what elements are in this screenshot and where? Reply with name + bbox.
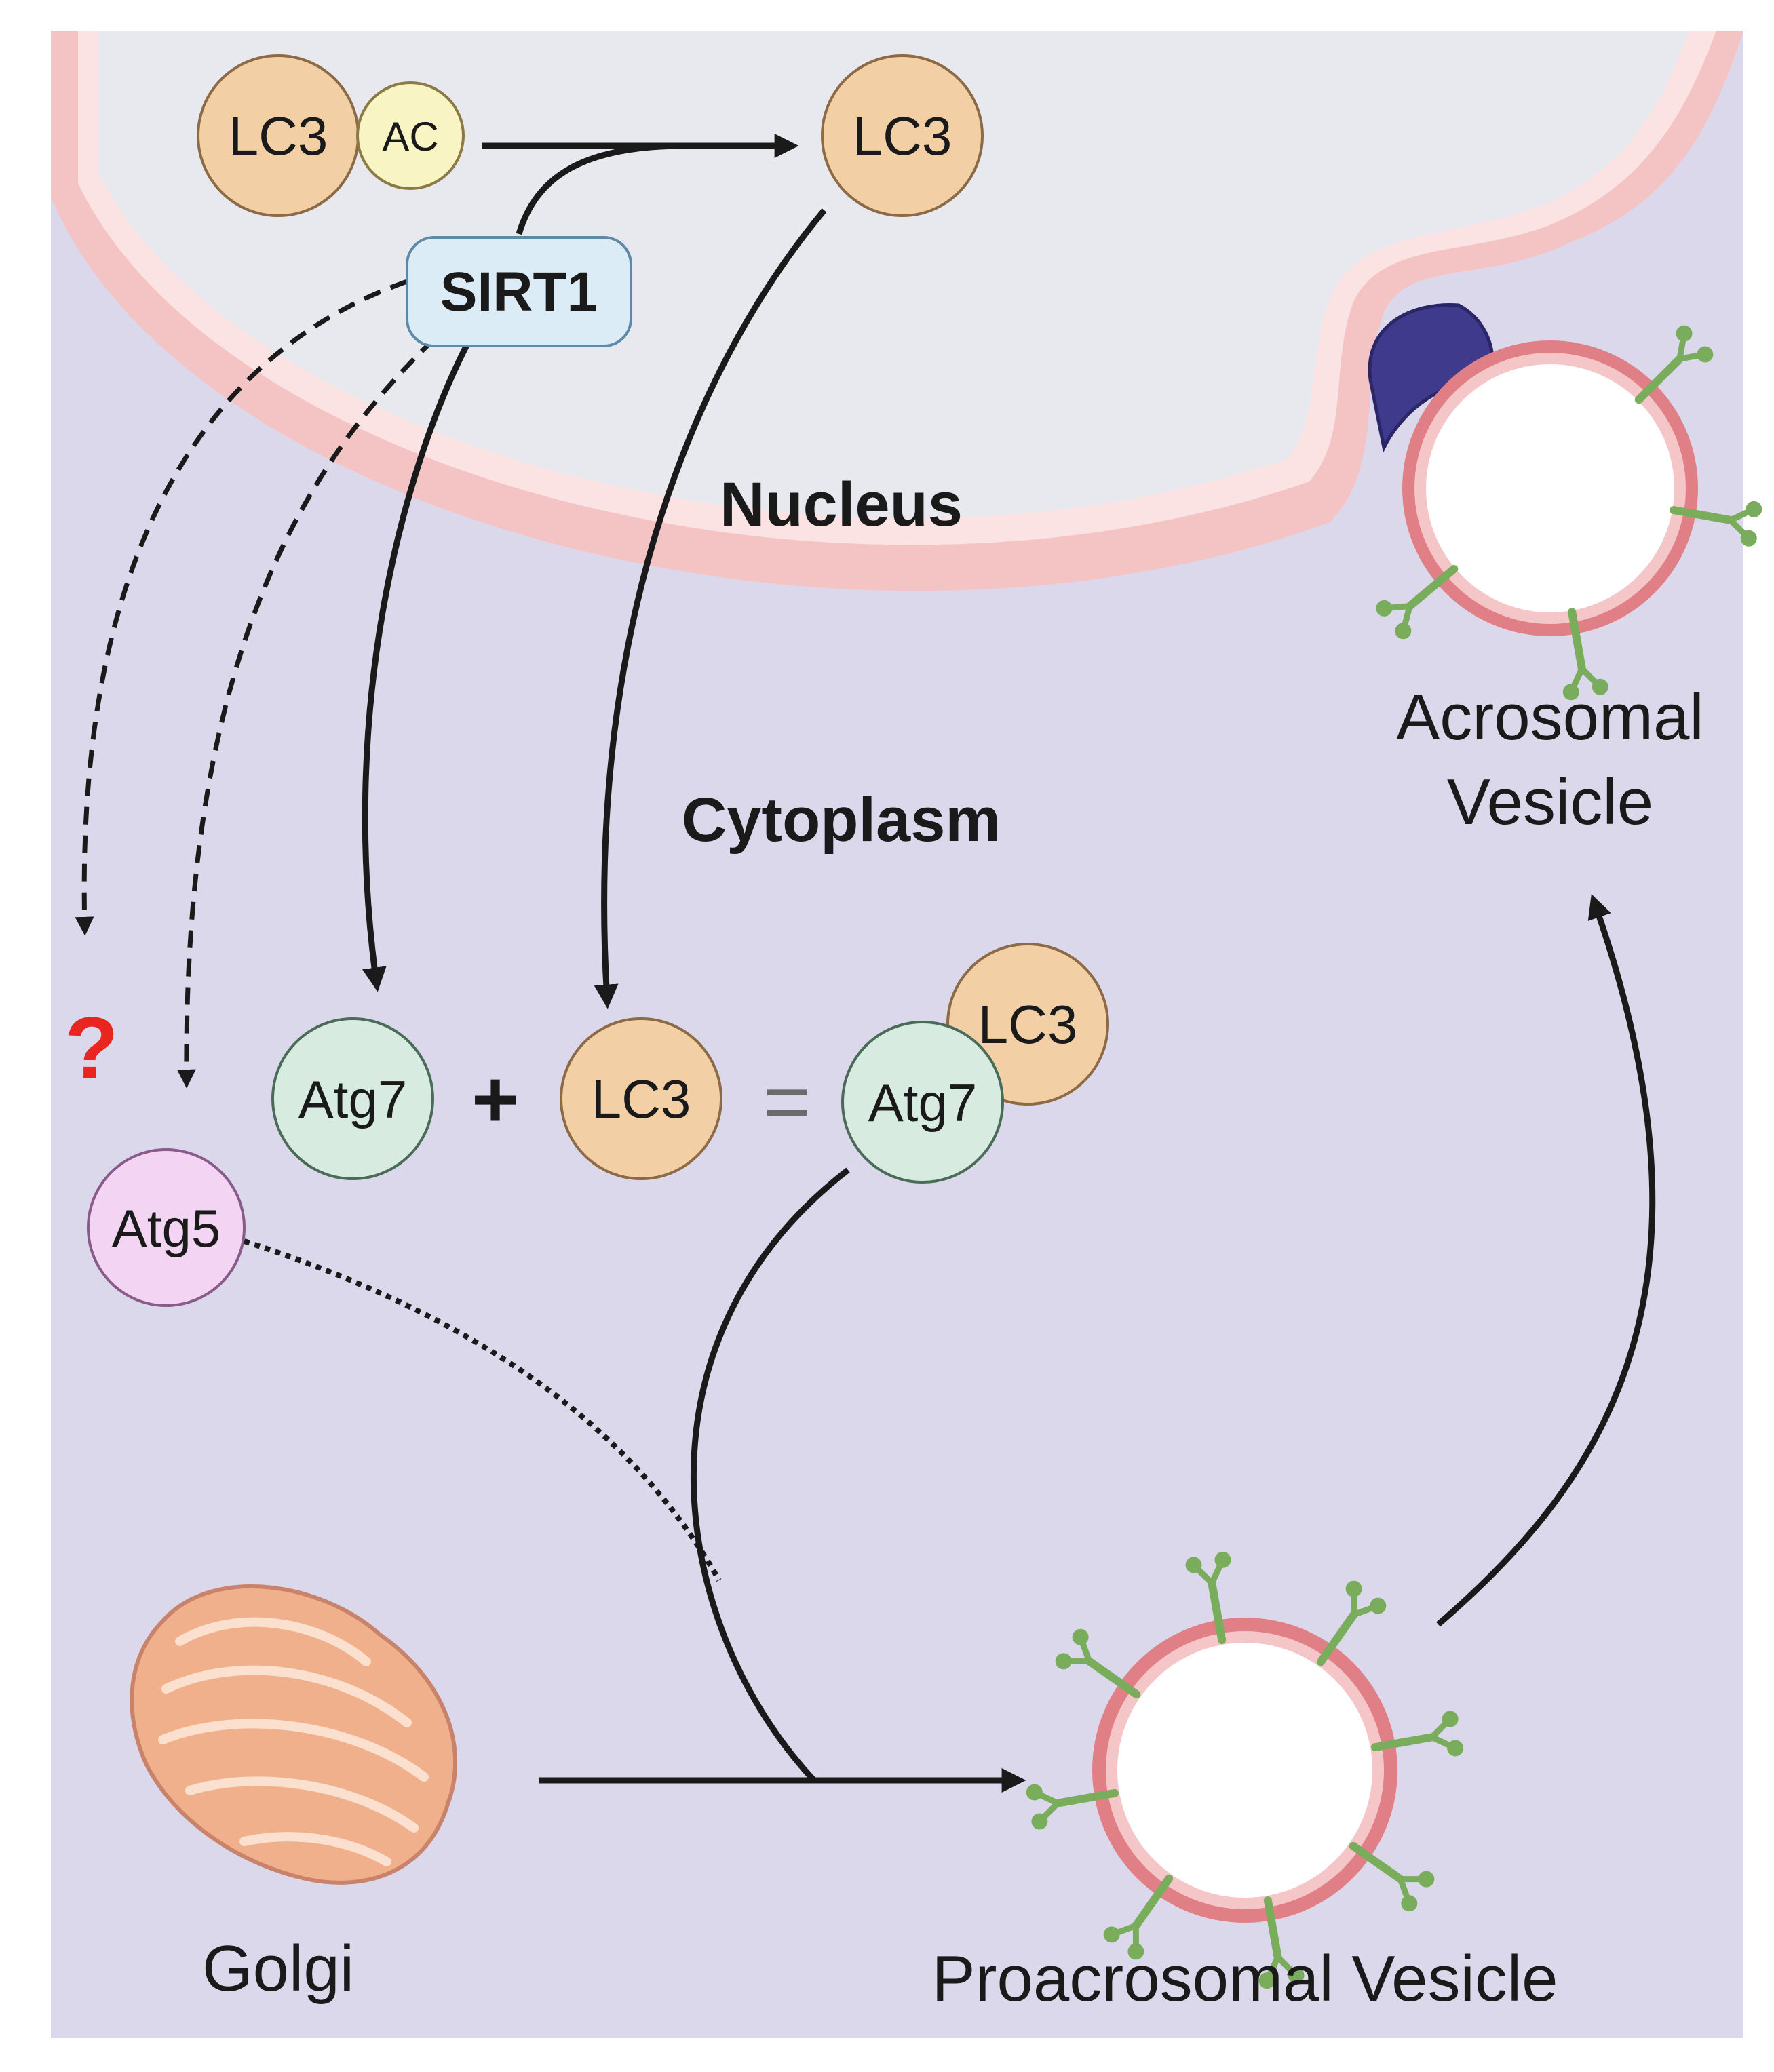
proacrosomal-vesicle-label: Proacrosomal Vesicle	[931, 1942, 1558, 2015]
receptor-stem	[1132, 1874, 1174, 1930]
receptor-tip	[1562, 684, 1579, 701]
proacrosomal-receptors	[1026, 1551, 1464, 1989]
pathway-arrows	[75, 134, 1656, 1793]
atg5-to-vesicle-dotted-line	[243, 1238, 722, 1582]
receptor-tip	[1345, 1580, 1362, 1597]
nucleus-label: Nucleus	[720, 470, 963, 539]
lc3-nuclear-node	[821, 54, 984, 217]
complex-atg7-label: Atg7	[868, 1073, 977, 1133]
receptor-stem	[1316, 1610, 1358, 1666]
receptor-tip	[1103, 1926, 1120, 1943]
receptor-stem	[1349, 1841, 1405, 1883]
receptor-tip	[1026, 1784, 1043, 1801]
receptor-tip	[1442, 1711, 1459, 1727]
acrosomal-vesicle	[1368, 303, 1762, 701]
golgi-cisterna-1	[175, 1617, 371, 1666]
atg7-label: Atg7	[298, 1070, 407, 1129]
receptor-stem	[1263, 1896, 1282, 1961]
acetylated-lc3: LC3 AC	[197, 54, 465, 217]
lc3-nuclear-label: LC3	[853, 106, 952, 166]
acroplaxome-cap	[1368, 303, 1495, 453]
receptor-stem	[1568, 608, 1586, 673]
proacrosomal-vesicle	[1026, 1551, 1464, 1989]
sirt1-to-atg5-dashed-arrow	[176, 337, 436, 1089]
receptor-tip	[1376, 600, 1393, 617]
unknown-question-mark: ?	[64, 998, 118, 1097]
equals-operator: =	[763, 1056, 811, 1147]
complex-lc3-label: LC3	[978, 994, 1078, 1055]
receptor-tip	[1031, 1813, 1048, 1830]
golgi-cisterna-3	[158, 1719, 429, 1782]
receptor-tip	[1288, 1967, 1305, 1984]
receptor-tip	[1055, 1653, 1072, 1670]
acrosomal-vesicle-label-line1: Acrosomal	[1396, 681, 1703, 754]
receptor-tip	[1185, 1557, 1202, 1573]
golgi-cisterna-5	[239, 1832, 391, 1866]
sirt1-deacetylation-branch	[516, 142, 686, 235]
golgi-cisterna-2	[161, 1665, 412, 1727]
receptor-tip	[1676, 325, 1693, 342]
lc3-export-arrow	[594, 208, 827, 1009]
atg7-node	[271, 1017, 434, 1180]
receptor-tip	[1418, 1871, 1435, 1888]
proacrosomal-lumen	[1117, 1643, 1372, 1898]
atg5-label: Atg5	[112, 1198, 220, 1258]
receptor-tip	[1740, 530, 1757, 547]
cytoplasm-label: Cytoplasm	[682, 785, 1001, 855]
receptor-tip	[1447, 1740, 1464, 1757]
lc3-cytoplasm-label: LC3	[592, 1069, 691, 1129]
receptor-stem	[1054, 1788, 1119, 1807]
complex-atg7-node	[841, 1021, 1004, 1184]
receptor-tip	[1592, 678, 1608, 695]
golgi-apparatus	[130, 1584, 458, 1885]
receptor-tip	[1214, 1551, 1231, 1568]
nucleoplasm	[98, 31, 1689, 518]
golgi-label: Golgi	[202, 1932, 354, 2005]
receptor-tip	[1395, 623, 1412, 640]
acrosomal-receptors	[1376, 325, 1762, 701]
sirt1-node	[406, 236, 632, 347]
atg7-lc3-complex: LC3 Atg7	[841, 943, 1109, 1184]
receptor-tip	[1697, 346, 1714, 363]
sirt1-to-atg7-arrow	[362, 340, 471, 992]
receptor-stem	[1208, 1579, 1227, 1644]
receptor-stem	[1371, 1733, 1436, 1752]
receptor-stem	[1634, 355, 1684, 404]
receptor-tip	[1746, 501, 1762, 517]
acrosomal-vesicle-label-line2: Vesicle	[1447, 766, 1653, 838]
receptor-tip	[1401, 1895, 1418, 1912]
lc3-cytoplasm-node	[560, 1017, 722, 1180]
golgi-cisterna-4	[185, 1776, 419, 1833]
receptor-stem	[1406, 564, 1459, 610]
atg5-node	[87, 1148, 246, 1307]
receptor-tip	[1072, 1628, 1089, 1645]
acetyl-group-label: AC	[382, 114, 438, 159]
plus-operator: +	[471, 1054, 519, 1145]
acetyl-group-node	[356, 81, 465, 190]
acrosomal-lumen	[1426, 364, 1674, 612]
receptor-tip	[1370, 1597, 1387, 1614]
receptor-tip	[1258, 1972, 1275, 1989]
sirt1-to-unknown-dashed-arrow	[75, 279, 408, 936]
complex-to-vesicle-line	[691, 1167, 850, 1783]
receptor-stem	[1085, 1657, 1141, 1699]
vesicle-maturation-arrow	[1436, 894, 1656, 1627]
receptor-tip	[1127, 1943, 1144, 1960]
receptor-stem	[1670, 506, 1735, 524]
sirt1-label: SIRT1	[440, 261, 598, 323]
lc3-acetylated-label: LC3	[229, 106, 328, 166]
nucleus	[51, 31, 1743, 591]
